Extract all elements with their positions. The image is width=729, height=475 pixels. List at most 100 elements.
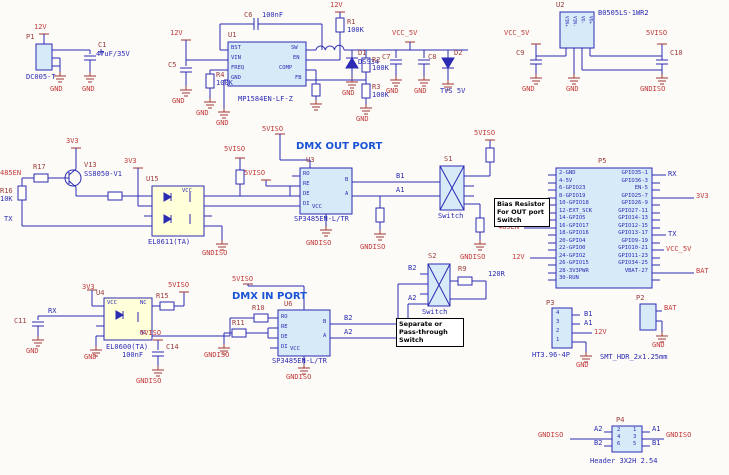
ref-c14: C14 [166,343,179,351]
sig-b2-s2: B2 [408,264,417,272]
val-d1: DSS34 [358,58,380,66]
ref-p2: P2 [636,294,645,302]
net-5viso-re: 5VISO [244,169,266,177]
pin-u1-bst: BST [231,45,241,51]
sig-rx: RX [48,307,57,315]
pin-u2-vop: VO+ [587,16,593,25]
net-bat-p2: BAT [664,304,677,312]
net-5viso-r15: 5VISO [168,281,190,289]
pin-u3-di: DI [303,201,310,207]
ref-c11: C11 [14,317,27,325]
pin-u3-re: RE [303,181,310,187]
net-12v-p1: 12V [34,23,47,31]
val-p1: DC005-T [26,73,56,81]
sig-b2-p4: B2 [594,439,603,447]
pin-p4-1: 1 [633,427,637,433]
val-p3: HT3.96-4P [532,351,570,359]
pin-p4-3: 3 [633,434,637,440]
pin-u3-a: A [345,191,349,197]
pin-u2-vinm: VIN- [571,16,577,27]
val-r9: 120R [488,270,505,278]
ref-c10: C10 [670,49,683,57]
val-c14: 100nF [122,351,144,359]
ref-c8: C8 [428,53,437,61]
p5-pin-right: GPIO13-17 [618,230,648,236]
net-5viso-u2: 5VISO [646,29,668,37]
gnd-label: GND [196,109,209,117]
gnd-label: GND [216,119,229,127]
pin-u3-b: B [345,177,349,183]
gnd-label: GND [566,85,579,93]
p5-pin-left: 14-GPIO5 [559,215,586,221]
val-u6: SP3485EN-L/TR [272,357,327,365]
pin-p4-5: 5 [633,441,637,447]
p5-pin-left: 30-RUN [559,275,579,281]
ref-p5: P5 [598,157,607,165]
pin-u1-fb: FB [295,75,302,81]
pin-u2-vinp: VIN+ [563,16,569,27]
ref-u3: U3 [306,156,315,164]
ref-r15: R15 [156,292,169,300]
ref-r10: R10 [252,304,265,312]
pin-u3-de: DE [303,191,310,197]
p5-pin-left: 26-GPIO15 [559,260,589,266]
ref-u4: U4 [96,289,105,297]
val-u15: EL0611(TA) [148,238,191,246]
ref-r3: R3 [372,83,381,91]
net-3v3-v13: 3V3 [66,137,79,145]
pin-u6-b: B [323,319,327,325]
val-d2: TVS 5V [440,87,466,95]
ref-p3: P3 [546,299,555,307]
p5-pin-right: VBAT-27 [624,268,648,274]
pin-p4-6: 6 [617,441,621,447]
val-r3: 100K [372,91,389,99]
net-vcc5v-u2: VCC_5V [504,29,530,37]
net-3v3-p5: 3V3 [696,192,709,200]
gnd-label: GND [342,89,355,97]
ref-c1: C1 [98,41,107,49]
val-p4: Header 3X2H 2.54 [590,457,658,465]
ref-d1: D1 [358,49,367,57]
ref-s1: S1 [444,155,453,163]
p5-pin-right: GPIO9-19 [621,238,649,244]
net-12v-p3: 12V [594,328,607,336]
gndiso-label: GNDISO [640,85,666,93]
ref-u1: U1 [228,31,237,39]
sig-b1-p3: B1 [584,310,593,318]
p5-pin-right: GPIO34-25 [618,260,648,266]
ref-u6: U6 [284,300,293,308]
val-u3: SP3485EN-L/TR [294,215,349,223]
net-3v3-u4: 3V3 [82,283,95,291]
gnd-label: GND [26,347,39,355]
ref-v13: V13 [84,161,97,169]
net-vcc5v-p5: VCC_5V [666,245,692,253]
sig-tx-p5: TX [668,230,677,238]
p5-pin-right: GPIO36-3 [621,178,649,184]
ref-c9: C9 [516,49,525,57]
p5-pin-left: 2-GND [559,170,576,176]
ref-r2: R2 [372,56,381,64]
p5-pin-right: GPIO35-1 [621,170,649,176]
ref-r1: R1 [347,18,356,26]
title-dmx-out: DMX OUT PORT [296,141,383,152]
gndiso-label: GNDISO [204,351,230,359]
ref-r17: R17 [33,163,46,171]
note-pass-through: Separate or Pass-through Switch [396,318,464,348]
gndiso-label: GNDISO [286,373,312,381]
gndiso-label: GNDISO [666,431,692,439]
ref-u15: U15 [146,175,159,183]
gnd-label: GND [356,115,369,123]
sig-b1-p4: B1 [652,439,661,447]
pin-u1-freq: FREQ [231,65,245,71]
net-12v-p5: 12V [512,253,525,261]
gnd-label: GND [386,87,399,95]
gnd-label: GND [576,361,589,369]
ref-r11: R11 [232,319,245,327]
val-u4: EL0600(TA) [106,343,149,351]
sig-a2-u6: A2 [344,328,353,336]
pin-u1-gnd: GND [231,75,241,81]
p5-pin-left: 24-GPIO2 [559,253,586,259]
p5-pin-left: 6-GPIO23 [559,185,586,191]
